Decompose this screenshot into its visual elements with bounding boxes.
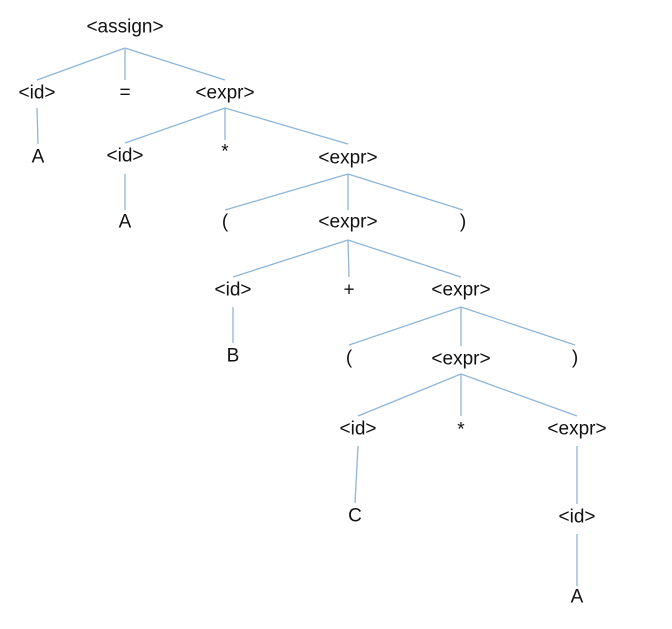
node-expr: <expr> bbox=[431, 279, 491, 301]
node-expr: <expr> bbox=[318, 211, 378, 233]
node-close-paren: ) bbox=[571, 347, 579, 369]
node-asterisk: * bbox=[457, 419, 465, 441]
tree-edge bbox=[224, 107, 349, 145]
node-terminal-a: A bbox=[31, 146, 45, 168]
node-terminal-a: A bbox=[570, 586, 584, 608]
node-expr: <expr> bbox=[195, 82, 255, 104]
tree-edge bbox=[232, 239, 349, 278]
node-close-paren: ) bbox=[459, 211, 467, 233]
tree-edge bbox=[354, 445, 359, 504]
node-plus: + bbox=[343, 279, 355, 301]
node-asterisk: * bbox=[221, 141, 229, 163]
tree-edge bbox=[124, 47, 226, 81]
node-id: <id> bbox=[558, 506, 596, 528]
node-id: <id> bbox=[339, 418, 377, 440]
tree-edge bbox=[460, 306, 576, 346]
tree-edge bbox=[347, 239, 350, 278]
tree-edge bbox=[347, 239, 462, 278]
tree-edge bbox=[36, 107, 39, 145]
tree-edge bbox=[348, 306, 462, 346]
node-expr: <expr> bbox=[318, 147, 378, 169]
tree-edge bbox=[347, 173, 464, 211]
node-open-paren: ( bbox=[221, 211, 229, 233]
tree-edge bbox=[36, 47, 126, 81]
node-id: <id> bbox=[106, 145, 144, 167]
node-open-paren: ( bbox=[345, 347, 353, 369]
node-equals: = bbox=[119, 82, 131, 104]
node-terminal-c: C bbox=[348, 505, 362, 527]
tree-edge bbox=[357, 373, 462, 417]
node-assign: <assign> bbox=[86, 16, 164, 38]
node-terminal-b: B bbox=[226, 345, 240, 367]
node-terminal-a: A bbox=[118, 211, 132, 233]
tree-edge bbox=[224, 173, 349, 211]
node-expr: <expr> bbox=[547, 418, 607, 440]
tree-edge bbox=[460, 373, 578, 417]
tree-edge bbox=[124, 107, 226, 144]
node-expr: <expr> bbox=[431, 348, 491, 370]
node-id: <id> bbox=[18, 82, 56, 104]
node-id: <id> bbox=[214, 279, 252, 301]
